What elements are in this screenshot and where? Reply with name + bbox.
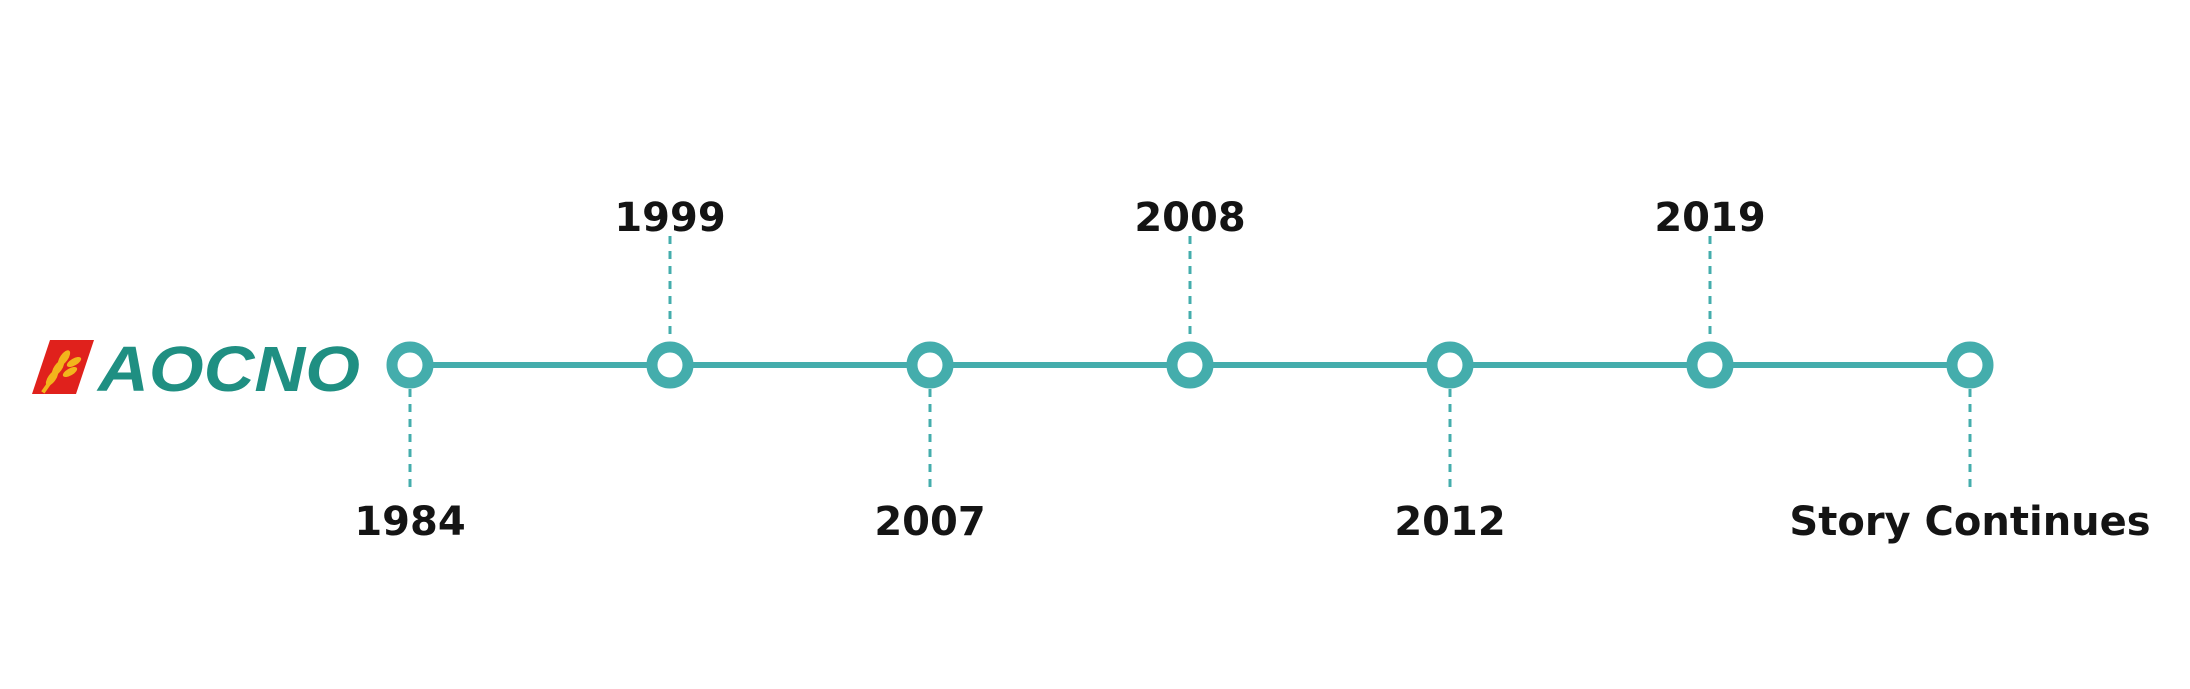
timeline-label-0: 1984 [354,499,466,545]
timeline-node-1 [646,341,694,389]
timeline-label-1: 1999 [614,195,726,241]
timeline-node-2 [906,341,954,389]
timeline-label-2: 2007 [874,499,986,545]
timeline-node-6 [1946,341,1994,389]
timeline-label-4: 2012 [1394,499,1506,545]
aocno-logo: AOCNO [28,333,368,405]
timeline-label-6: Story Continues [1789,499,2151,545]
timeline-node-0 [386,341,434,389]
timeline-node-5 [1686,341,1734,389]
timeline-label-3: 2008 [1134,195,1246,241]
timeline-node-3 [1166,341,1214,389]
wheat-icon [41,350,82,394]
timeline-label-5: 2019 [1654,195,1766,241]
aocno-logo-graphic: AOCNO [32,333,360,405]
timeline-node-4 [1426,341,1474,389]
logo-wordmark: AOCNO [96,338,360,396]
